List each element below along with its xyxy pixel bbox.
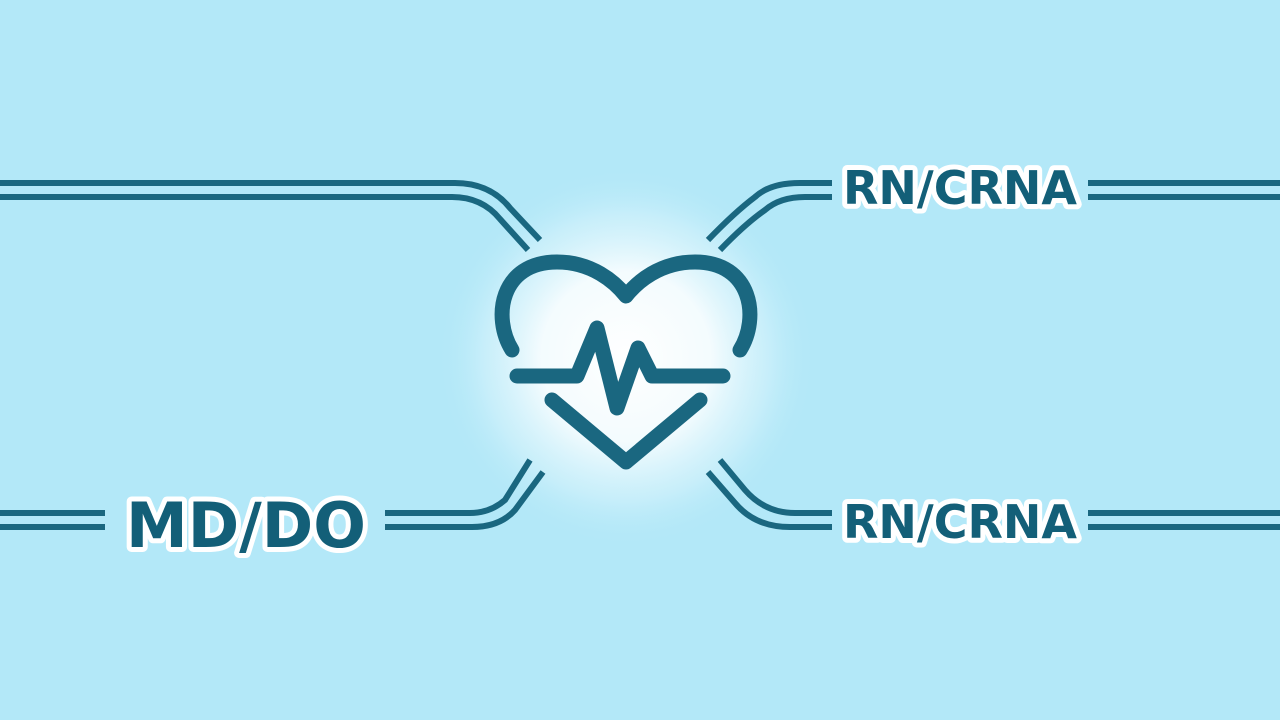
pulse-line: [509, 320, 731, 416]
connector-bottom-left: [0, 458, 546, 530]
center-glow: [436, 167, 816, 547]
heart-outline: [494, 254, 758, 358]
heart-pulse-icon: [494, 254, 758, 470]
heart-bottom: [544, 392, 708, 470]
label-bottom-right: RN/CRNA: [843, 495, 1077, 549]
connector-top-right: [705, 180, 1280, 253]
label-bottom-left: MD/DO: [126, 489, 366, 562]
label-top-right: RN/CRNA: [843, 161, 1077, 215]
connector-top-left: [0, 180, 543, 253]
connector-bottom-right: [705, 458, 1280, 530]
